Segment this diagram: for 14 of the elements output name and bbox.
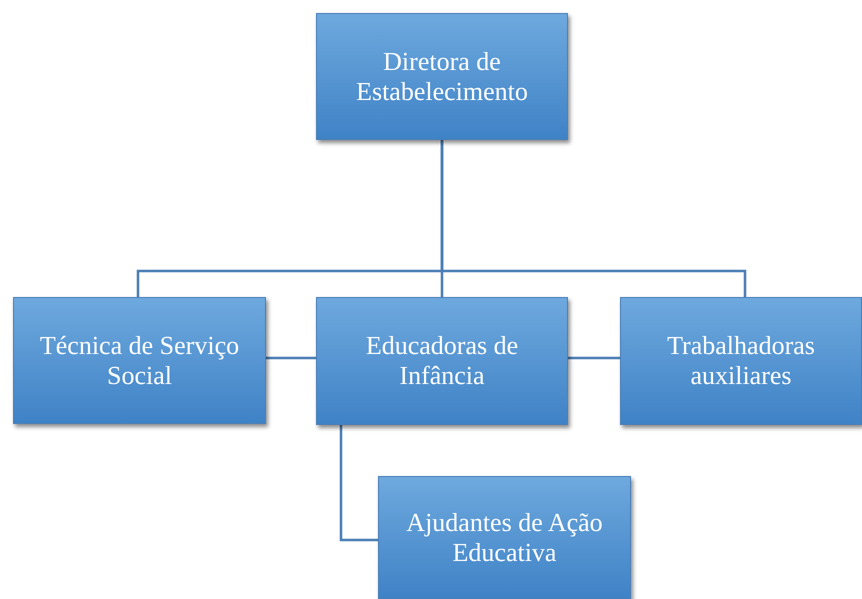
org-box [378,476,631,599]
connector-line [340,425,378,542]
connector-line [440,140,746,297]
org-box [316,297,568,425]
org-box [620,297,862,425]
role-title: Ajudantes de Ação Educativa [405,508,604,568]
role-title: Trabalhadoras auxiliares [666,331,816,391]
connector-line [266,356,316,360]
role-title: Técnica de Serviço Social [38,330,240,390]
org-box [316,13,568,140]
org-box [13,297,266,424]
connector-line [568,356,620,360]
role-title: Diretora de Estabelecimento [355,46,529,106]
role-title: Educadoras de Infância [364,331,520,391]
